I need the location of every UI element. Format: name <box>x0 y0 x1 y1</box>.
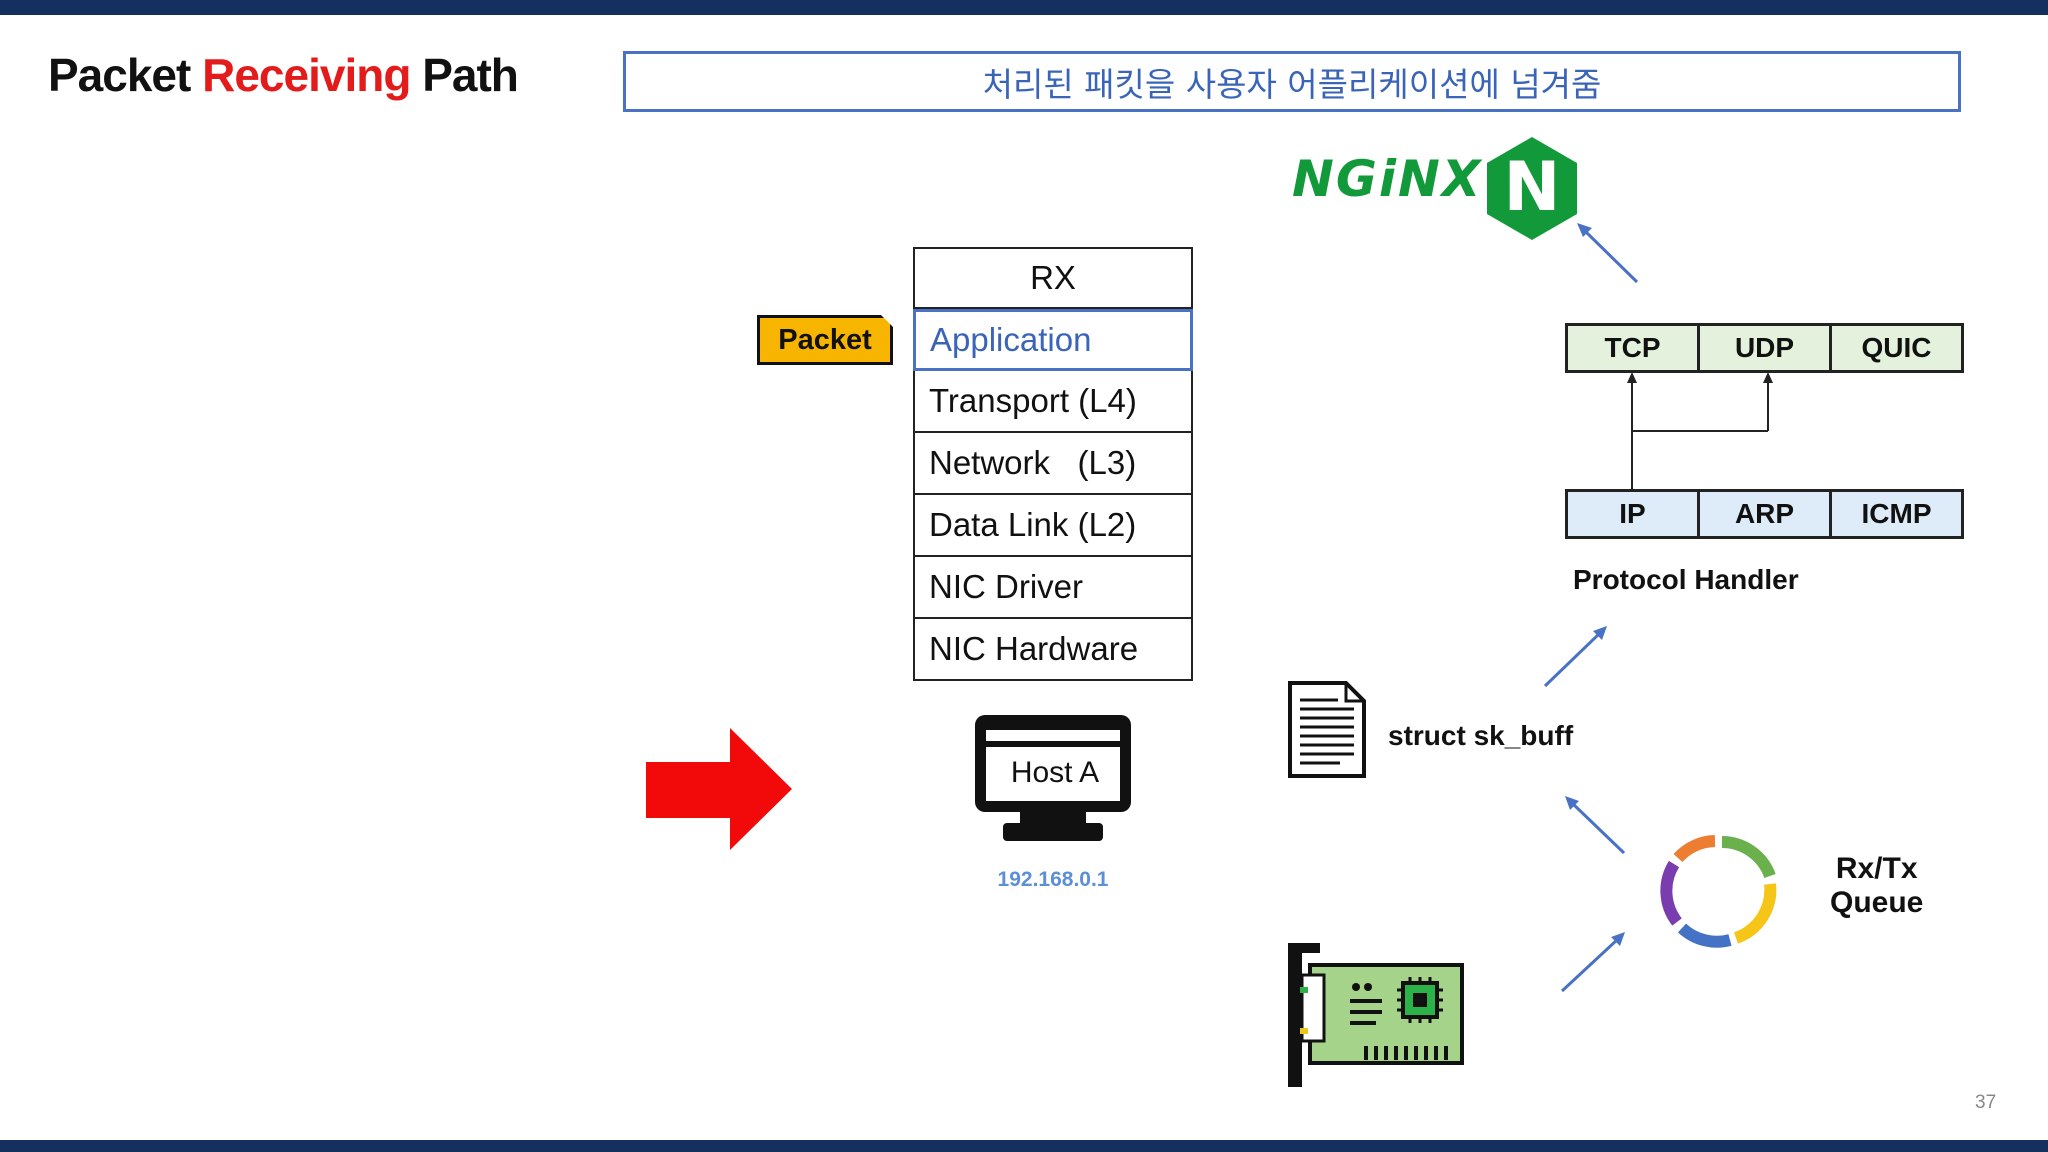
title-prefix: Packet <box>48 49 203 101</box>
stack-layer-rx: RX <box>913 247 1193 309</box>
skbuff-label: struct sk_buff <box>1388 720 1574 751</box>
protocol-connectors <box>1627 372 1773 489</box>
stack-layer-datalink: Data Link (L2) <box>913 495 1193 557</box>
arrow-to-queue <box>1560 937 1620 993</box>
queue-label-line1: Rx/Tx <box>1835 852 1918 885</box>
stack-layer-nic-driver: NIC Driver <box>913 557 1193 619</box>
arrow-to-protocol <box>1543 631 1602 688</box>
stack-layer-application: Application <box>913 309 1193 371</box>
flow-arrows <box>1543 223 1639 993</box>
arrow-to-skbuff <box>1570 801 1626 855</box>
transport-protocols-row: TCP UDP QUIC <box>1565 323 1964 373</box>
nginx-logo-letter: N <box>1504 148 1561 227</box>
title-suffix: Path <box>410 49 519 101</box>
description-banner: 처리된 패킷을 사용자 어플리케이션에 넘겨줌 <box>623 51 1961 112</box>
network-protocols-row: IP ARP ICMP <box>1565 489 1964 539</box>
protocol-tcp: TCP <box>1565 323 1700 373</box>
ring-queue-icon <box>1660 835 1777 948</box>
queue-label-line2: Queue <box>1830 886 1924 919</box>
top-bar <box>0 0 2048 15</box>
protocol-arp: ARP <box>1697 489 1832 539</box>
nginx-hexagon-icon: N <box>1487 137 1577 240</box>
protocol-quic: QUIC <box>1829 323 1964 373</box>
stack-layer-network: Network (L3) <box>913 433 1193 495</box>
red-arrow-icon <box>646 728 792 850</box>
slide-title: Packet Receiving Path <box>48 48 519 102</box>
monitor-icon <box>975 715 1131 841</box>
page-number: 37 <box>1975 1092 1997 1113</box>
bottom-bar <box>0 1140 2048 1152</box>
network-stack: RX Application Transport (L4) Network (L… <box>913 247 1193 681</box>
host-label: Host A <box>1010 756 1100 789</box>
protocol-icmp: ICMP <box>1829 489 1964 539</box>
stack-layer-transport: Transport (L4) <box>913 371 1193 433</box>
protocol-ip: IP <box>1565 489 1700 539</box>
stack-layer-nic-hardware: NIC Hardware <box>913 619 1193 681</box>
nginx-wordmark: NGiNX <box>1292 150 1483 208</box>
protocol-udp: UDP <box>1697 323 1832 373</box>
host-ip: 192.168.0.1 <box>997 868 1109 891</box>
title-accent: Receiving <box>202 49 411 101</box>
queue-label: Rx/Tx Queue <box>1830 852 1923 920</box>
nic-card-icon <box>1288 943 1464 1087</box>
arrow-to-nginx <box>1583 229 1639 284</box>
document-icon <box>1288 681 1366 778</box>
packet-tag: Packet <box>757 315 893 365</box>
protocol-handler-caption: Protocol Handler <box>1573 564 1799 595</box>
